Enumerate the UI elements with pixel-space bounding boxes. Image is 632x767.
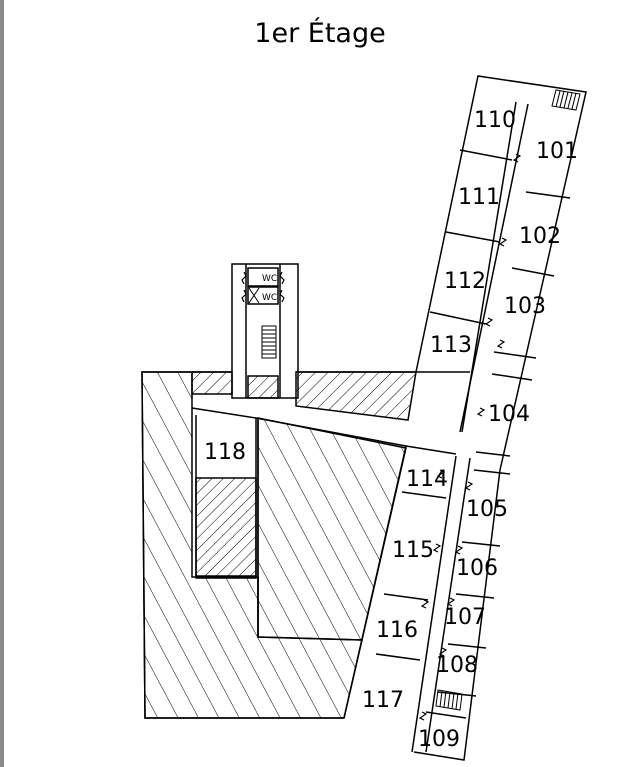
room-105[interactable]: 105 [466,497,508,522]
floor-title: 1er Étage [254,18,386,49]
service-tower-outline [231,263,299,399]
room-114[interactable]: 114 [406,467,448,492]
wc-label-lower: WC [262,293,277,303]
room-113[interactable]: 113 [430,333,472,358]
se-wing-outline [413,469,501,761]
hatched-area-north [295,371,417,421]
hatched-core [195,477,257,577]
room-106[interactable]: 106 [456,556,498,581]
room-111[interactable]: 111 [458,185,500,210]
hatched-stair-base [247,375,279,399]
room-108[interactable]: 108 [436,653,478,678]
room-117[interactable]: 117 [362,688,404,713]
room-101[interactable]: 101 [536,139,578,164]
room-112[interactable]: 112 [444,269,486,294]
stairs-ne [551,89,581,111]
stairs-se [435,689,463,711]
ne-wing-outline [415,75,587,471]
wc-label-upper: WC [262,274,277,284]
door-marks [241,153,522,721]
room-110[interactable]: 110 [474,108,516,133]
window-edge [0,0,4,767]
room-104[interactable]: 104 [488,402,530,427]
hatched-area-nw [191,371,233,395]
room-102[interactable]: 102 [519,224,561,249]
room-107[interactable]: 107 [444,605,486,630]
west-block-outline [141,371,344,719]
room-118[interactable]: 118 [204,440,246,465]
room-116[interactable]: 116 [376,618,418,643]
room-109[interactable]: 109 [418,727,460,752]
room-103[interactable]: 103 [504,294,546,319]
hatched-area-center [257,417,407,641]
stairs-tower [261,325,277,359]
room-115[interactable]: 115 [392,538,434,563]
